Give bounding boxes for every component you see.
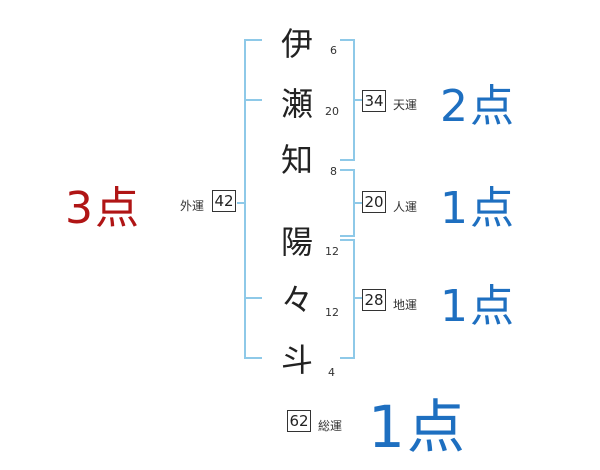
jin-un-score: 1点	[440, 183, 516, 234]
stroke-count-4: 12	[325, 245, 339, 258]
stroke-count-3: 8	[330, 165, 337, 178]
gai-un-label: 外運	[180, 199, 205, 213]
sou-un-score: 1点	[368, 393, 467, 461]
name-char-1: 伊	[280, 25, 313, 63]
name-char-6: 斗	[280, 341, 313, 379]
stroke-count-1: 6	[330, 44, 337, 57]
name-char-3: 知	[280, 141, 313, 179]
chi-un-label: 地運	[393, 298, 418, 312]
ten-un-label: 天運	[393, 98, 418, 112]
gai-un-value: 42	[212, 190, 236, 212]
jin-un-label: 人運	[393, 200, 418, 214]
ten-un-value: 34	[362, 90, 386, 112]
name-char-5: 々	[280, 281, 313, 319]
stroke-count-6: 4	[328, 366, 335, 379]
chi-un-value: 28	[362, 289, 386, 311]
sou-un-value: 62	[287, 410, 311, 432]
name-char-4: 陽	[280, 223, 313, 261]
jin-un-value: 20	[362, 191, 386, 213]
ten-un-score: 2点	[440, 81, 516, 132]
name-char-2: 瀬	[280, 85, 313, 123]
sou-un-label: 総運	[318, 419, 343, 433]
stroke-count-5: 12	[325, 306, 339, 319]
chi-un-score: 1点	[440, 281, 516, 332]
gai-un-score: 3点	[65, 183, 141, 234]
stroke-count-2: 20	[325, 105, 339, 118]
